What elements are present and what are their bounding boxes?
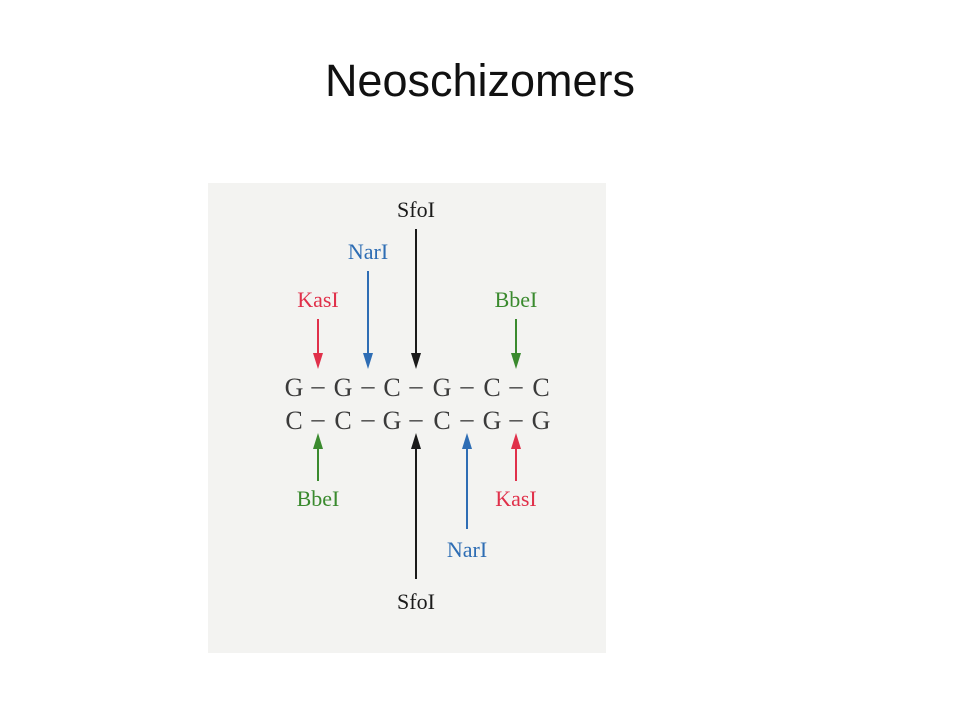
label-bottom-nari: NarI bbox=[447, 537, 487, 562]
bottom-bond-5: – bbox=[509, 404, 524, 433]
top-base-1: G bbox=[285, 373, 304, 402]
top-bond-1: – bbox=[311, 371, 326, 400]
top-base-3: C bbox=[383, 373, 400, 402]
label-top-bbei: BbeI bbox=[495, 287, 538, 312]
top-strand: G – G – C – G – C – C bbox=[285, 371, 550, 402]
neoschizomer-diagram: SfoI NarI KasI BbeI G bbox=[208, 183, 606, 653]
bottom-base-4: C bbox=[433, 406, 450, 435]
bottom-bond-2: – bbox=[361, 404, 376, 433]
diagram-svg: SfoI NarI KasI BbeI G bbox=[285, 197, 551, 614]
top-base-6: C bbox=[532, 373, 549, 402]
label-bottom-sfoi: SfoI bbox=[397, 589, 435, 614]
top-bond-5: – bbox=[509, 371, 524, 400]
arrow-top-nari bbox=[363, 271, 373, 369]
arrow-bottom-kasi bbox=[511, 433, 521, 481]
bottom-bond-4: – bbox=[460, 404, 475, 433]
arrow-bottom-sfoi bbox=[411, 433, 421, 579]
top-bond-4: – bbox=[460, 371, 475, 400]
top-bond-3: – bbox=[409, 371, 424, 400]
top-base-2: G bbox=[334, 373, 353, 402]
bottom-bond-1: – bbox=[311, 404, 326, 433]
label-top-sfoi: SfoI bbox=[397, 197, 435, 222]
bottom-base-5: G bbox=[483, 406, 502, 435]
top-bond-2: – bbox=[361, 371, 376, 400]
label-top-nari: NarI bbox=[348, 239, 388, 264]
arrow-bottom-bbei bbox=[313, 433, 323, 481]
arrow-top-bbei bbox=[511, 319, 521, 369]
label-bottom-bbei: BbeI bbox=[297, 486, 340, 511]
arrow-bottom-nari bbox=[462, 433, 472, 529]
label-bottom-kasi: KasI bbox=[495, 486, 537, 511]
slide-title: Neoschizomers bbox=[324, 55, 636, 106]
bottom-base-1: C bbox=[285, 406, 302, 435]
top-base-5: C bbox=[483, 373, 500, 402]
bottom-bond-3: – bbox=[409, 404, 424, 433]
bottom-strand: C – C – G – C – G – G bbox=[285, 404, 550, 435]
bottom-base-3: G bbox=[383, 406, 402, 435]
bottom-base-2: C bbox=[334, 406, 351, 435]
arrow-top-sfoi bbox=[411, 229, 421, 369]
bottom-base-6: G bbox=[532, 406, 551, 435]
label-top-kasi: KasI bbox=[297, 287, 339, 312]
top-base-4: G bbox=[433, 373, 452, 402]
arrow-top-kasi bbox=[313, 319, 323, 369]
